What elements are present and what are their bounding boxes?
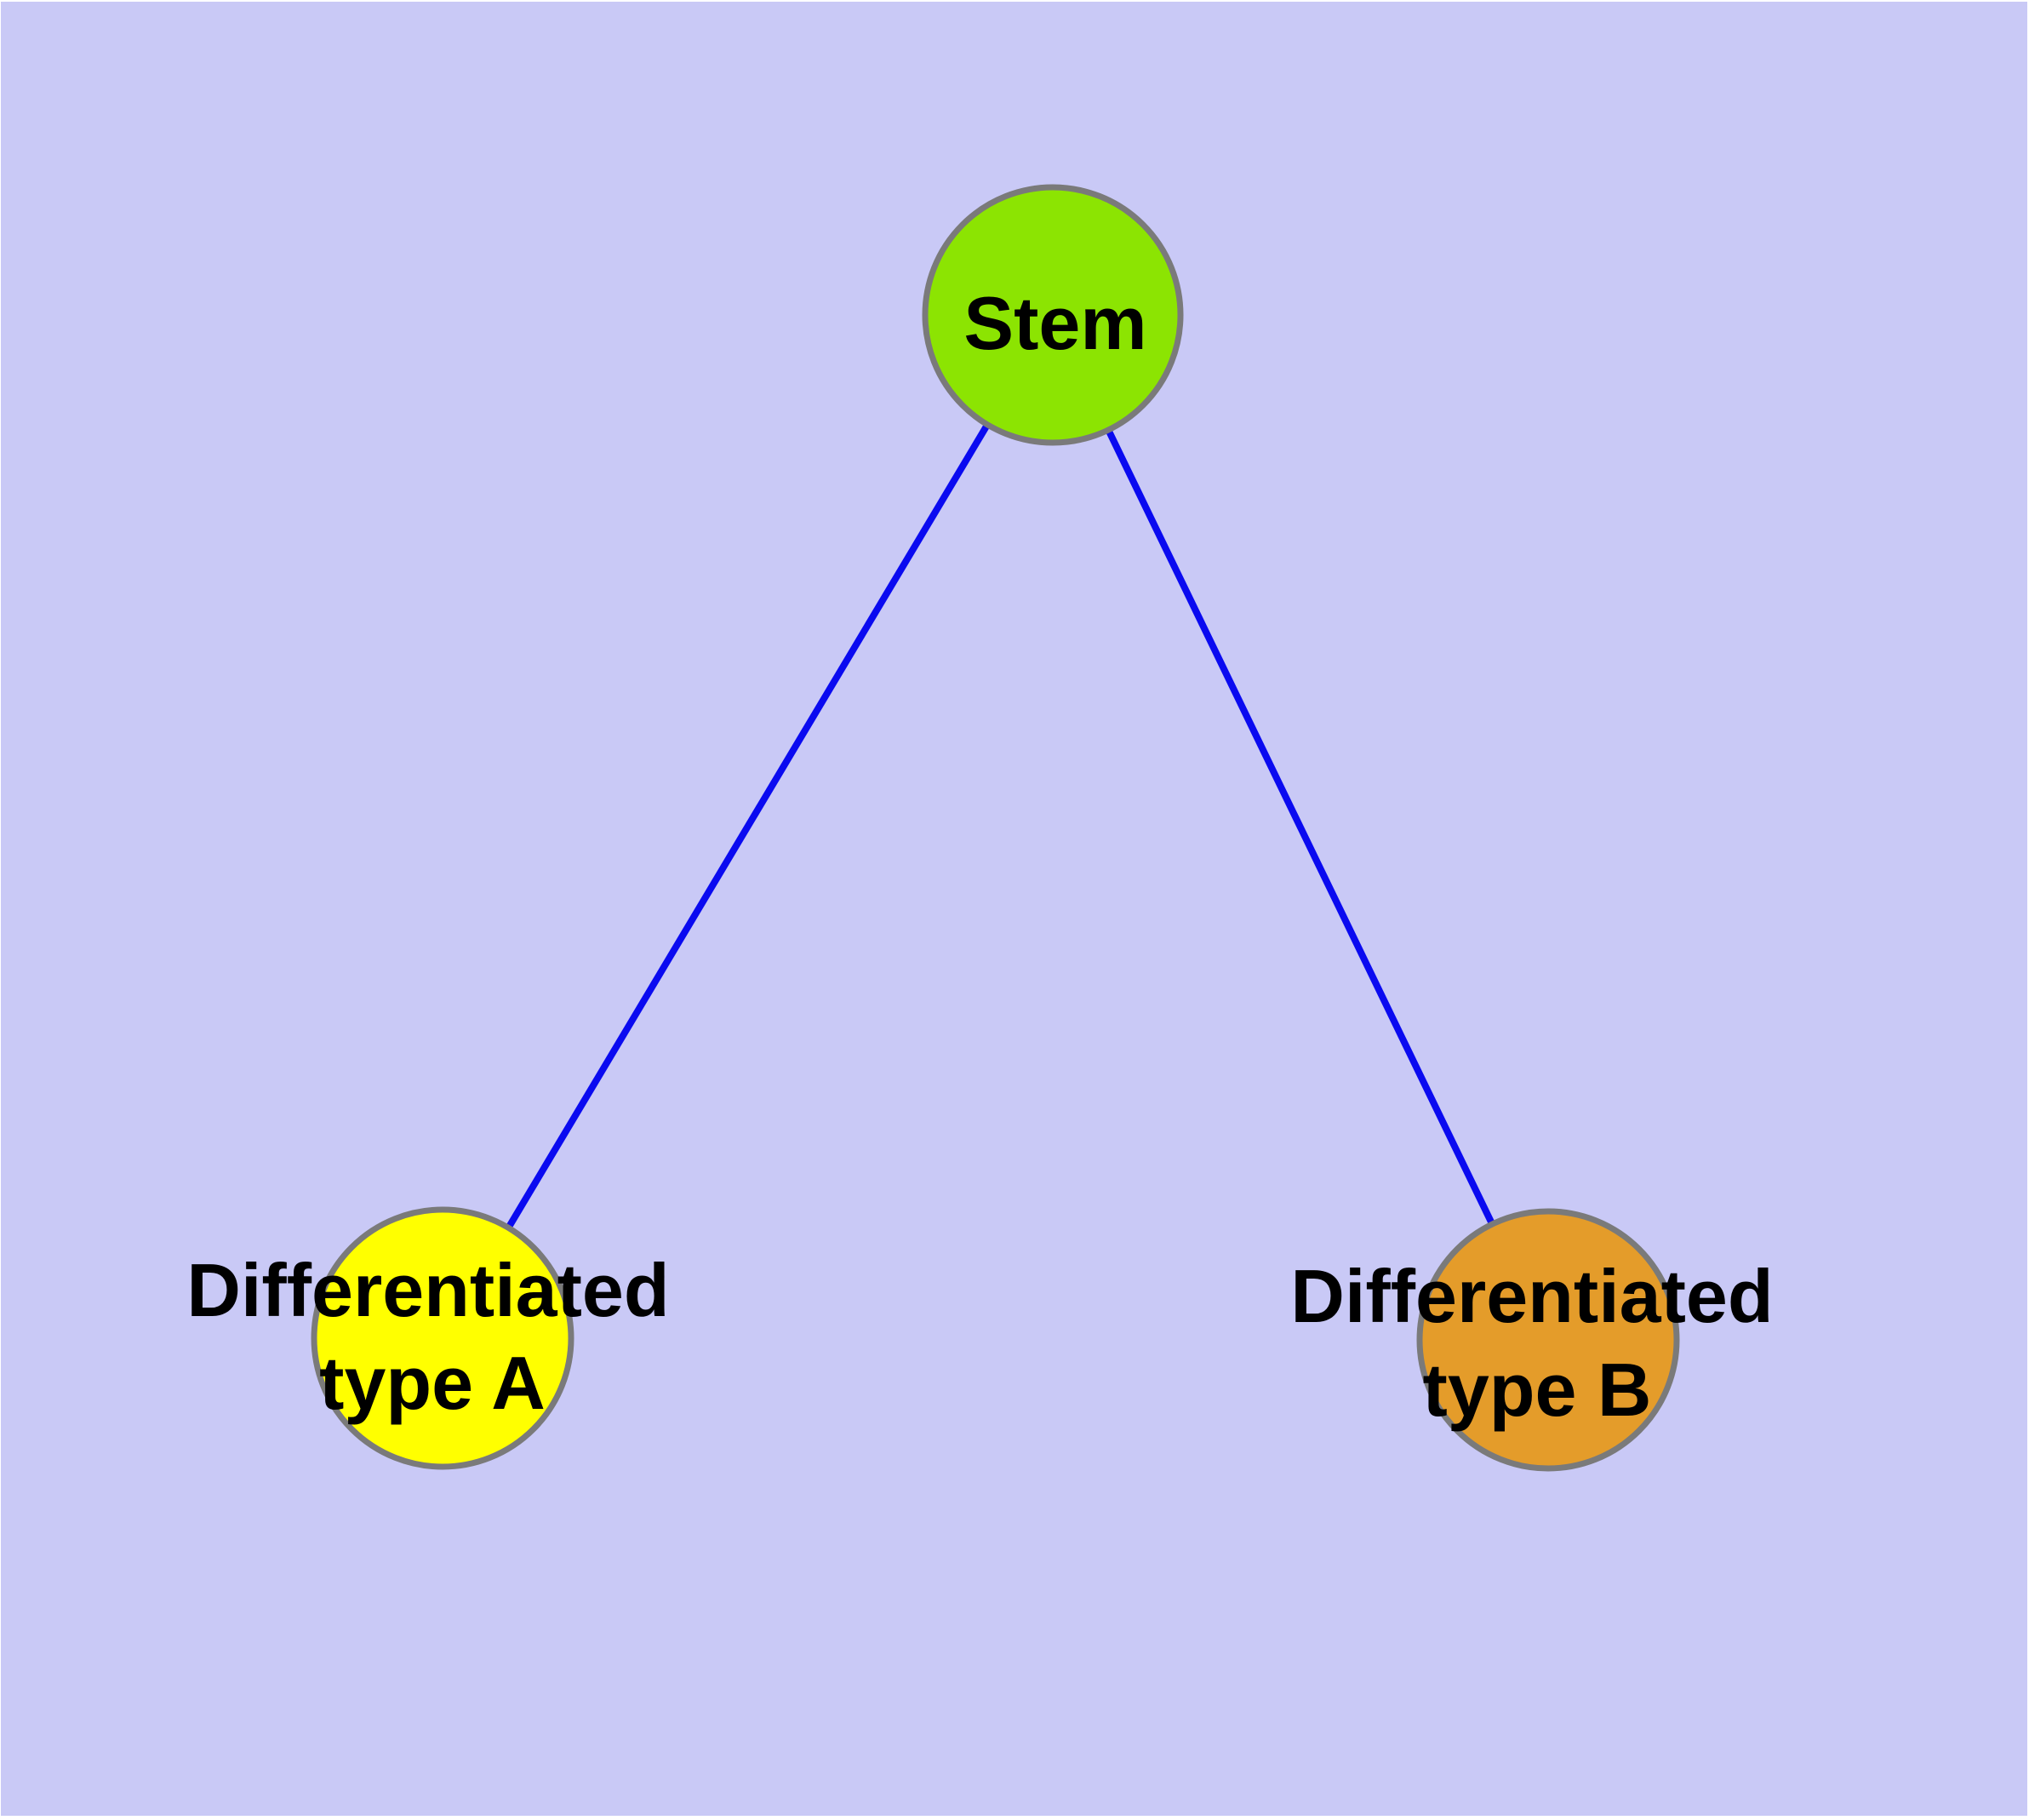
edge-stem-to-type-a	[439, 312, 1056, 1341]
node-type-b-label-line1: Differentiated	[1290, 1254, 1773, 1338]
edge-stem-to-type-b	[1049, 313, 1552, 1342]
node-stem-label: Stem	[963, 281, 1146, 365]
node-type-b-label-line2: type B	[1423, 1348, 1652, 1432]
node-type-a-label-line2: type A	[319, 1341, 546, 1425]
node-stem	[922, 184, 1184, 446]
node-type-a	[311, 1206, 574, 1470]
node-type-b	[1416, 1208, 1680, 1472]
node-type-a-label-line1: Differentiated	[186, 1248, 669, 1332]
